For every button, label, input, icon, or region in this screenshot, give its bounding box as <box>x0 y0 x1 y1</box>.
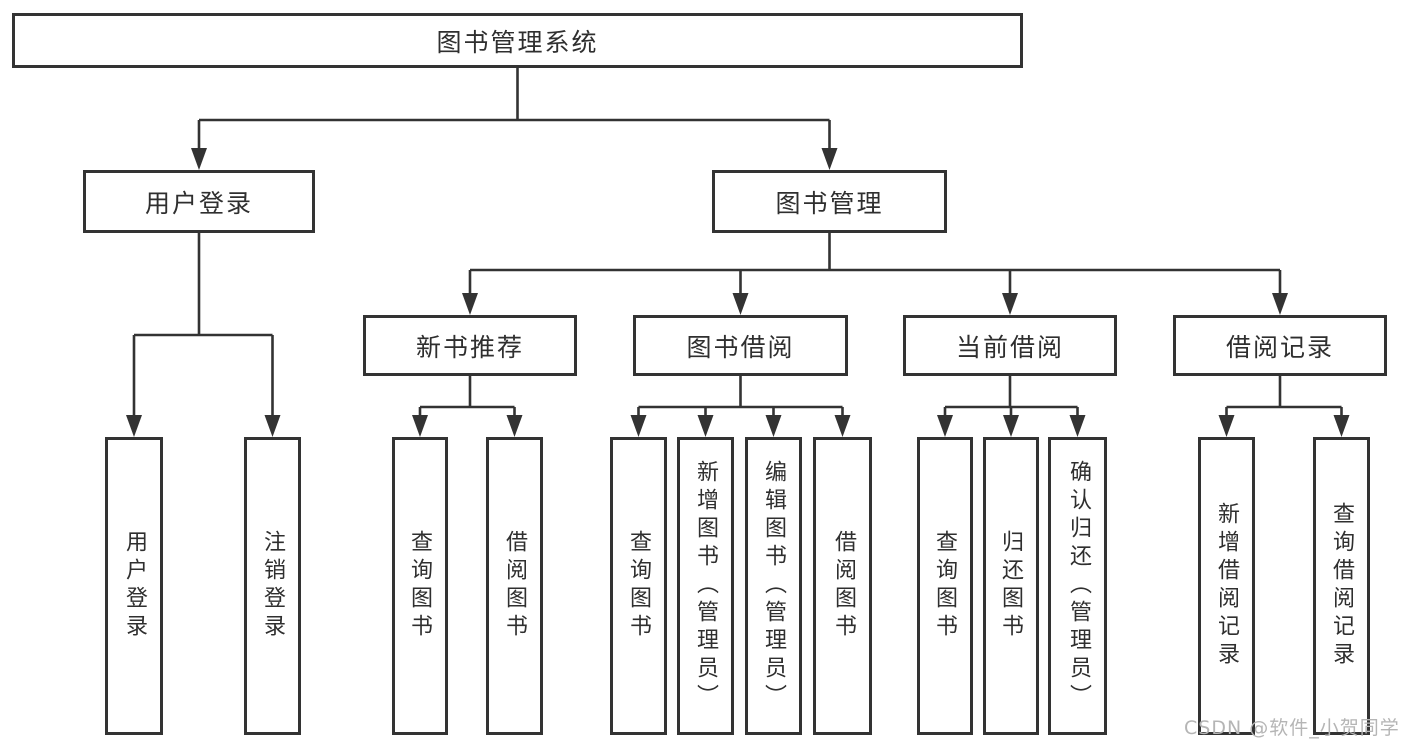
node-user-login: 用户登录 <box>83 170 315 233</box>
leaf-query-borrow-record: 查询借阅记录 <box>1313 437 1370 735</box>
node-borrow-records: 借阅记录 <box>1173 315 1387 376</box>
leaf-confirm-return-admin: 确认归还（管理员） <box>1048 437 1107 735</box>
node-new-book-recommend: 新书推荐 <box>363 315 577 376</box>
leaf-add-borrow-record: 新增借阅记录 <box>1198 437 1255 735</box>
leaf-return-book: 归还图书 <box>983 437 1039 735</box>
node-current-borrow: 当前借阅 <box>903 315 1117 376</box>
leaf-borrow-book-borrow: 借阅图书 <box>813 437 872 735</box>
arrowhead-icons <box>126 148 1350 437</box>
leaf-logout: 注销登录 <box>244 437 301 735</box>
node-book-management: 图书管理 <box>712 170 947 233</box>
node-root-system: 图书管理系统 <box>12 13 1023 68</box>
node-book-borrow: 图书借阅 <box>633 315 848 376</box>
leaf-add-book-admin: 新增图书（管理员） <box>677 437 734 735</box>
leaf-query-book-borrow: 查询图书 <box>610 437 667 735</box>
leaf-query-book-current: 查询图书 <box>917 437 973 735</box>
leaf-user-login: 用户登录 <box>105 437 163 735</box>
csdn-watermark: CSDN @软件_小贺同学 <box>1184 717 1400 739</box>
leaf-borrow-book-recommend: 借阅图书 <box>486 437 543 735</box>
leaf-query-book-recommend: 查询图书 <box>392 437 448 735</box>
leaf-edit-book-admin: 编辑图书（管理员） <box>745 437 802 735</box>
connector-edges <box>132 68 1343 419</box>
